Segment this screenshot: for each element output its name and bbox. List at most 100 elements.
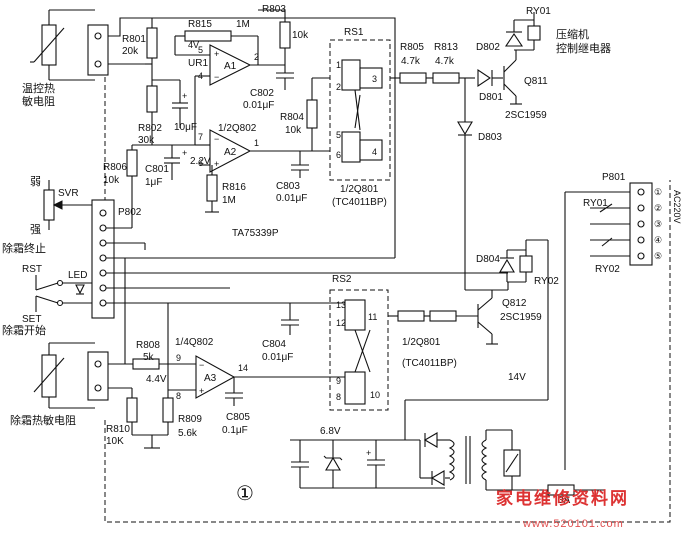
ry02-contacts: RY02 (590, 223, 630, 275)
svg-text:RY02: RY02 (534, 276, 559, 287)
defrost-sensor-connector (87, 351, 109, 401)
svg-text:RS2: RS2 (332, 274, 352, 285)
svg-text:+: + (214, 49, 219, 59)
svg-text:RST: RST (22, 264, 42, 275)
svg-text:8: 8 (176, 391, 181, 401)
svg-text:1: 1 (336, 60, 341, 70)
rst-switch: RST (22, 264, 92, 291)
svg-text:12: 12 (336, 318, 346, 328)
svg-text:RS1: RS1 (344, 27, 364, 38)
svg-text:(TC4011BP): (TC4011BP) (402, 358, 457, 369)
svg-text:D801: D801 (479, 92, 503, 103)
d801-diode: D801 (477, 68, 503, 103)
svg-text:4.7k: 4.7k (435, 56, 455, 67)
svg-text:RY01: RY01 (526, 6, 551, 17)
svg-text:−: − (214, 72, 219, 82)
svg-text:+: + (199, 386, 204, 396)
zener-diode (323, 440, 343, 488)
ry01-contacts: RY01 (565, 191, 630, 213)
svg-text:8: 8 (336, 392, 341, 402)
svg-text:除霜热敏电阻: 除霜热敏电阻 (10, 413, 76, 427)
svg-text:1/2Q801: 1/2Q801 (402, 337, 441, 348)
svg-text:P802: P802 (118, 207, 142, 218)
svg-text:R810: R810 (106, 424, 130, 435)
svg-text:5k: 5k (143, 352, 155, 363)
c801-capacitor: + C801 1μF (145, 145, 187, 188)
svg-text:10k: 10k (285, 125, 302, 136)
r804-resistor: R804 10k (280, 78, 318, 151)
svg-text:RY01: RY01 (583, 198, 608, 209)
supply-capacitor-1 (291, 440, 309, 488)
svg-text:A1: A1 (224, 61, 237, 72)
r806-resistor: R806 10k (103, 145, 138, 205)
svg-text:5.6k: 5.6k (178, 428, 198, 439)
svg-text:3: 3 (372, 74, 377, 84)
q811-transistor: Q811 2SC1959 (503, 50, 548, 121)
svg-text:1: 1 (254, 138, 259, 148)
svg-text:6: 6 (198, 158, 203, 168)
svg-text:R816: R816 (222, 182, 246, 193)
svg-text:Q812: Q812 (502, 298, 527, 309)
svg-text:1μF: 1μF (145, 177, 162, 188)
svg-text:+: + (182, 148, 187, 158)
board-boundary (104, 45, 671, 523)
svg-text:7: 7 (198, 132, 203, 142)
svg-text:14V: 14V (508, 372, 526, 383)
c803-capacitor: C803 0.01μF (276, 151, 309, 204)
ry01-relay-coil: RY01 (514, 6, 551, 51)
svg-text:9: 9 (336, 376, 341, 386)
r810-resistor: R810 10K (106, 387, 138, 447)
svg-text:0.01μF: 0.01μF (243, 100, 274, 111)
svg-text:R805: R805 (400, 42, 424, 53)
svg-text:除霜开始: 除霜开始 (2, 323, 46, 337)
svg-text:+: + (366, 448, 371, 458)
svg-text:10K: 10K (106, 436, 124, 447)
svg-text:1/2Q801: 1/2Q801 (340, 184, 379, 195)
opamp-a2: A2 − + 7 6 1 2.2V (190, 129, 312, 173)
svg-text:R813: R813 (434, 42, 458, 53)
svg-text:LED: LED (68, 270, 87, 281)
svg-text:4V: 4V (188, 40, 199, 50)
svg-text:R806: R806 (103, 162, 127, 173)
svg-text:6: 6 (336, 150, 341, 160)
svg-text:R801: R801 (122, 34, 146, 45)
svg-text:13: 13 (336, 300, 346, 310)
svg-text:Q811: Q811 (524, 76, 548, 87)
svg-text:家电维修资料网: 家电维修资料网 (496, 488, 629, 509)
opamp-a1: A1 + − 5 4 2 4V UR1 (174, 36, 285, 86)
watermark: 家电维修资料网 www.520101.com (496, 488, 629, 530)
svg-text:P801: P801 (602, 172, 626, 183)
compressor-relay-label: 压缩机控制继电器 (556, 27, 611, 55)
fuse-3a: 3A (486, 484, 605, 506)
rs2-flipflop: RS2 13 12 11 9 8 10 (329, 274, 389, 411)
r816-resistor: R816 1M (205, 165, 246, 213)
top-rail (108, 17, 396, 250)
svg-text:R802: R802 (138, 123, 162, 134)
svg-text:2: 2 (254, 52, 259, 62)
svg-text:2: 2 (336, 82, 341, 92)
svg-text:C804: C804 (262, 339, 286, 350)
bridge-rectifier (419, 432, 450, 486)
q812-transistor: Q812 2SC1959 (477, 290, 542, 345)
svg-text:1/4Q802: 1/4Q802 (175, 337, 214, 348)
led-indicator: LED (68, 270, 87, 295)
svg-text:1M: 1M (236, 19, 250, 30)
rs2-output-resistor (388, 310, 478, 322)
svg-text:4: 4 (372, 147, 377, 157)
svg-text:2.2V: 2.2V (190, 156, 211, 167)
svg-text:+: + (214, 159, 219, 169)
d803-diode: D803 (457, 110, 502, 290)
svg-text:9: 9 (176, 353, 181, 363)
r809-resistor: R809 5.6k (162, 390, 202, 439)
svg-text:20k: 20k (122, 46, 139, 57)
r808-resistor: R808 5k (108, 340, 196, 370)
svg-text:R808: R808 (136, 340, 160, 351)
opamp-a3: A3 − + 9 8 14 4.4V (146, 353, 350, 401)
svg-text:0.01μF: 0.01μF (262, 352, 293, 363)
defrost-thermistor (33, 342, 95, 409)
svg-text:TA75339P: TA75339P (232, 228, 279, 239)
svg-text:R809: R809 (178, 414, 202, 425)
temp-thermistor (30, 9, 95, 81)
svg-text:A3: A3 (204, 373, 217, 384)
svg-text:5: 5 (198, 45, 203, 55)
